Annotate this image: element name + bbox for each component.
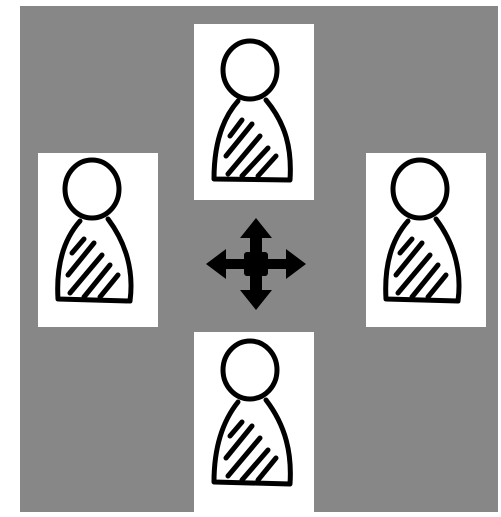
person-card-bottom[interactable] — [194, 332, 314, 512]
person-card-left[interactable] — [38, 153, 158, 327]
move-arrows-icon[interactable] — [204, 216, 308, 312]
person-icon — [366, 153, 486, 327]
person-icon — [194, 24, 314, 200]
person-icon — [38, 153, 158, 327]
board — [20, 6, 498, 512]
person-card-right[interactable] — [366, 153, 486, 327]
person-card-top[interactable] — [194, 24, 314, 200]
person-icon — [194, 332, 314, 512]
